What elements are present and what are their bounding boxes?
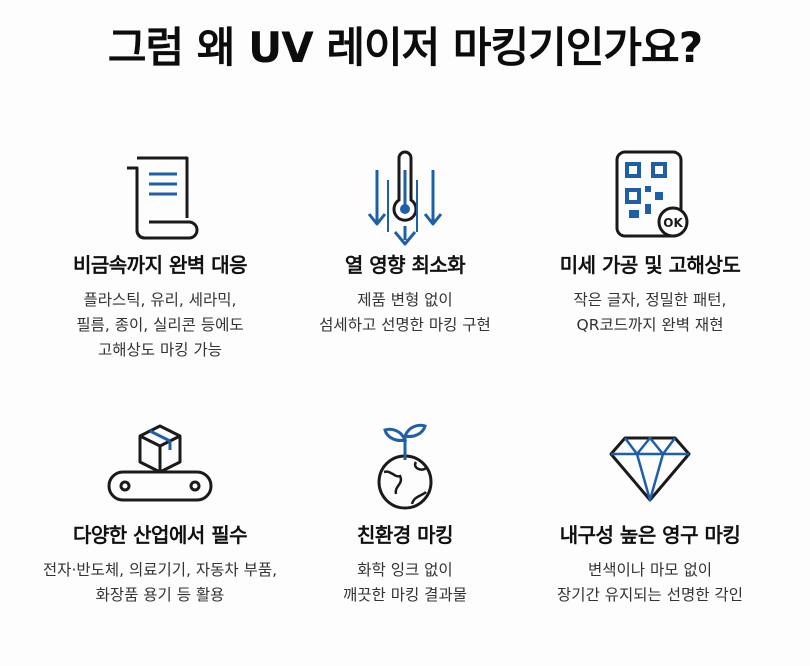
feature-text: 플라스틱, 유리, 세라믹,: [83, 291, 237, 309]
svg-text:OK: OK: [663, 216, 683, 230]
feature-heading: 다양한 산업에서 필수: [72, 523, 248, 547]
globe-sprout-icon: [377, 423, 433, 510]
document-icon: [127, 156, 199, 240]
feature-text: QR코드까지 완벽 재현: [576, 316, 724, 334]
feature-text: 섬세하고 선명한 마킹 구현: [319, 316, 491, 334]
feature-card-industry: 다양한 산업에서 필수 전자·반도체, 의료기기, 자동차 부품, 화장품 용기…: [25, 410, 295, 608]
conveyor-box-icon: [107, 424, 213, 502]
feature-text: 필름, 종이, 실리콘 등에도: [76, 316, 244, 334]
diamond-icon: [609, 436, 691, 502]
feature-heading: 열 영향 최소화: [344, 253, 466, 277]
feature-text: 제품 변형 없이: [357, 291, 453, 309]
feature-text: 전자·반도체, 의료기기, 자동차 부품,: [42, 561, 278, 579]
page-title: 그럼 왜 UV 레이저 마킹기인가요?: [107, 23, 703, 72]
feature-heading: 친환경 마킹: [357, 523, 453, 547]
feature-heading: 미세 가공 및 고해상도: [559, 253, 741, 277]
feature-text: 변색이나 마모 없이: [588, 561, 712, 579]
feature-card-durable: 내구성 높은 영구 마킹 변색이나 마모 없이 장기간 유지되는 선명한 각인: [515, 410, 785, 608]
feature-heading: 비금속까지 완벽 대응: [72, 253, 248, 277]
feature-text: 고해상도 마킹 가능: [98, 341, 222, 359]
feature-heading: 내구성 높은 영구 마킹: [559, 523, 741, 547]
feature-card-eco: 친환경 마킹 화학 잉크 없이 깨끗한 마킹 결과물: [270, 410, 540, 608]
feature-card-nonmetal: 비금속까지 완벽 대응 플라스틱, 유리, 세라믹, 필름, 종이, 실리콘 등…: [25, 140, 295, 363]
feature-text: 화장품 용기 등 활용: [95, 586, 225, 604]
feature-card-heat: 열 영향 최소화 제품 변형 없이 섬세하고 선명한 마킹 구현: [270, 140, 540, 338]
feature-text: 장기간 유지되는 선명한 각인: [557, 586, 743, 604]
feature-text: 깨끗한 마킹 결과물: [343, 586, 467, 604]
qr-code-ok-icon: OK: [615, 150, 689, 238]
thermometer-down-icon: [367, 150, 443, 246]
feature-text: 작은 글자, 정밀한 패턴,: [573, 291, 727, 309]
feature-text: 화학 잉크 없이: [357, 561, 453, 579]
feature-card-precision: OK 미세 가공 및 고해상도 작은 글자, 정밀한 패턴, QR코드까지 완벽…: [515, 140, 785, 338]
